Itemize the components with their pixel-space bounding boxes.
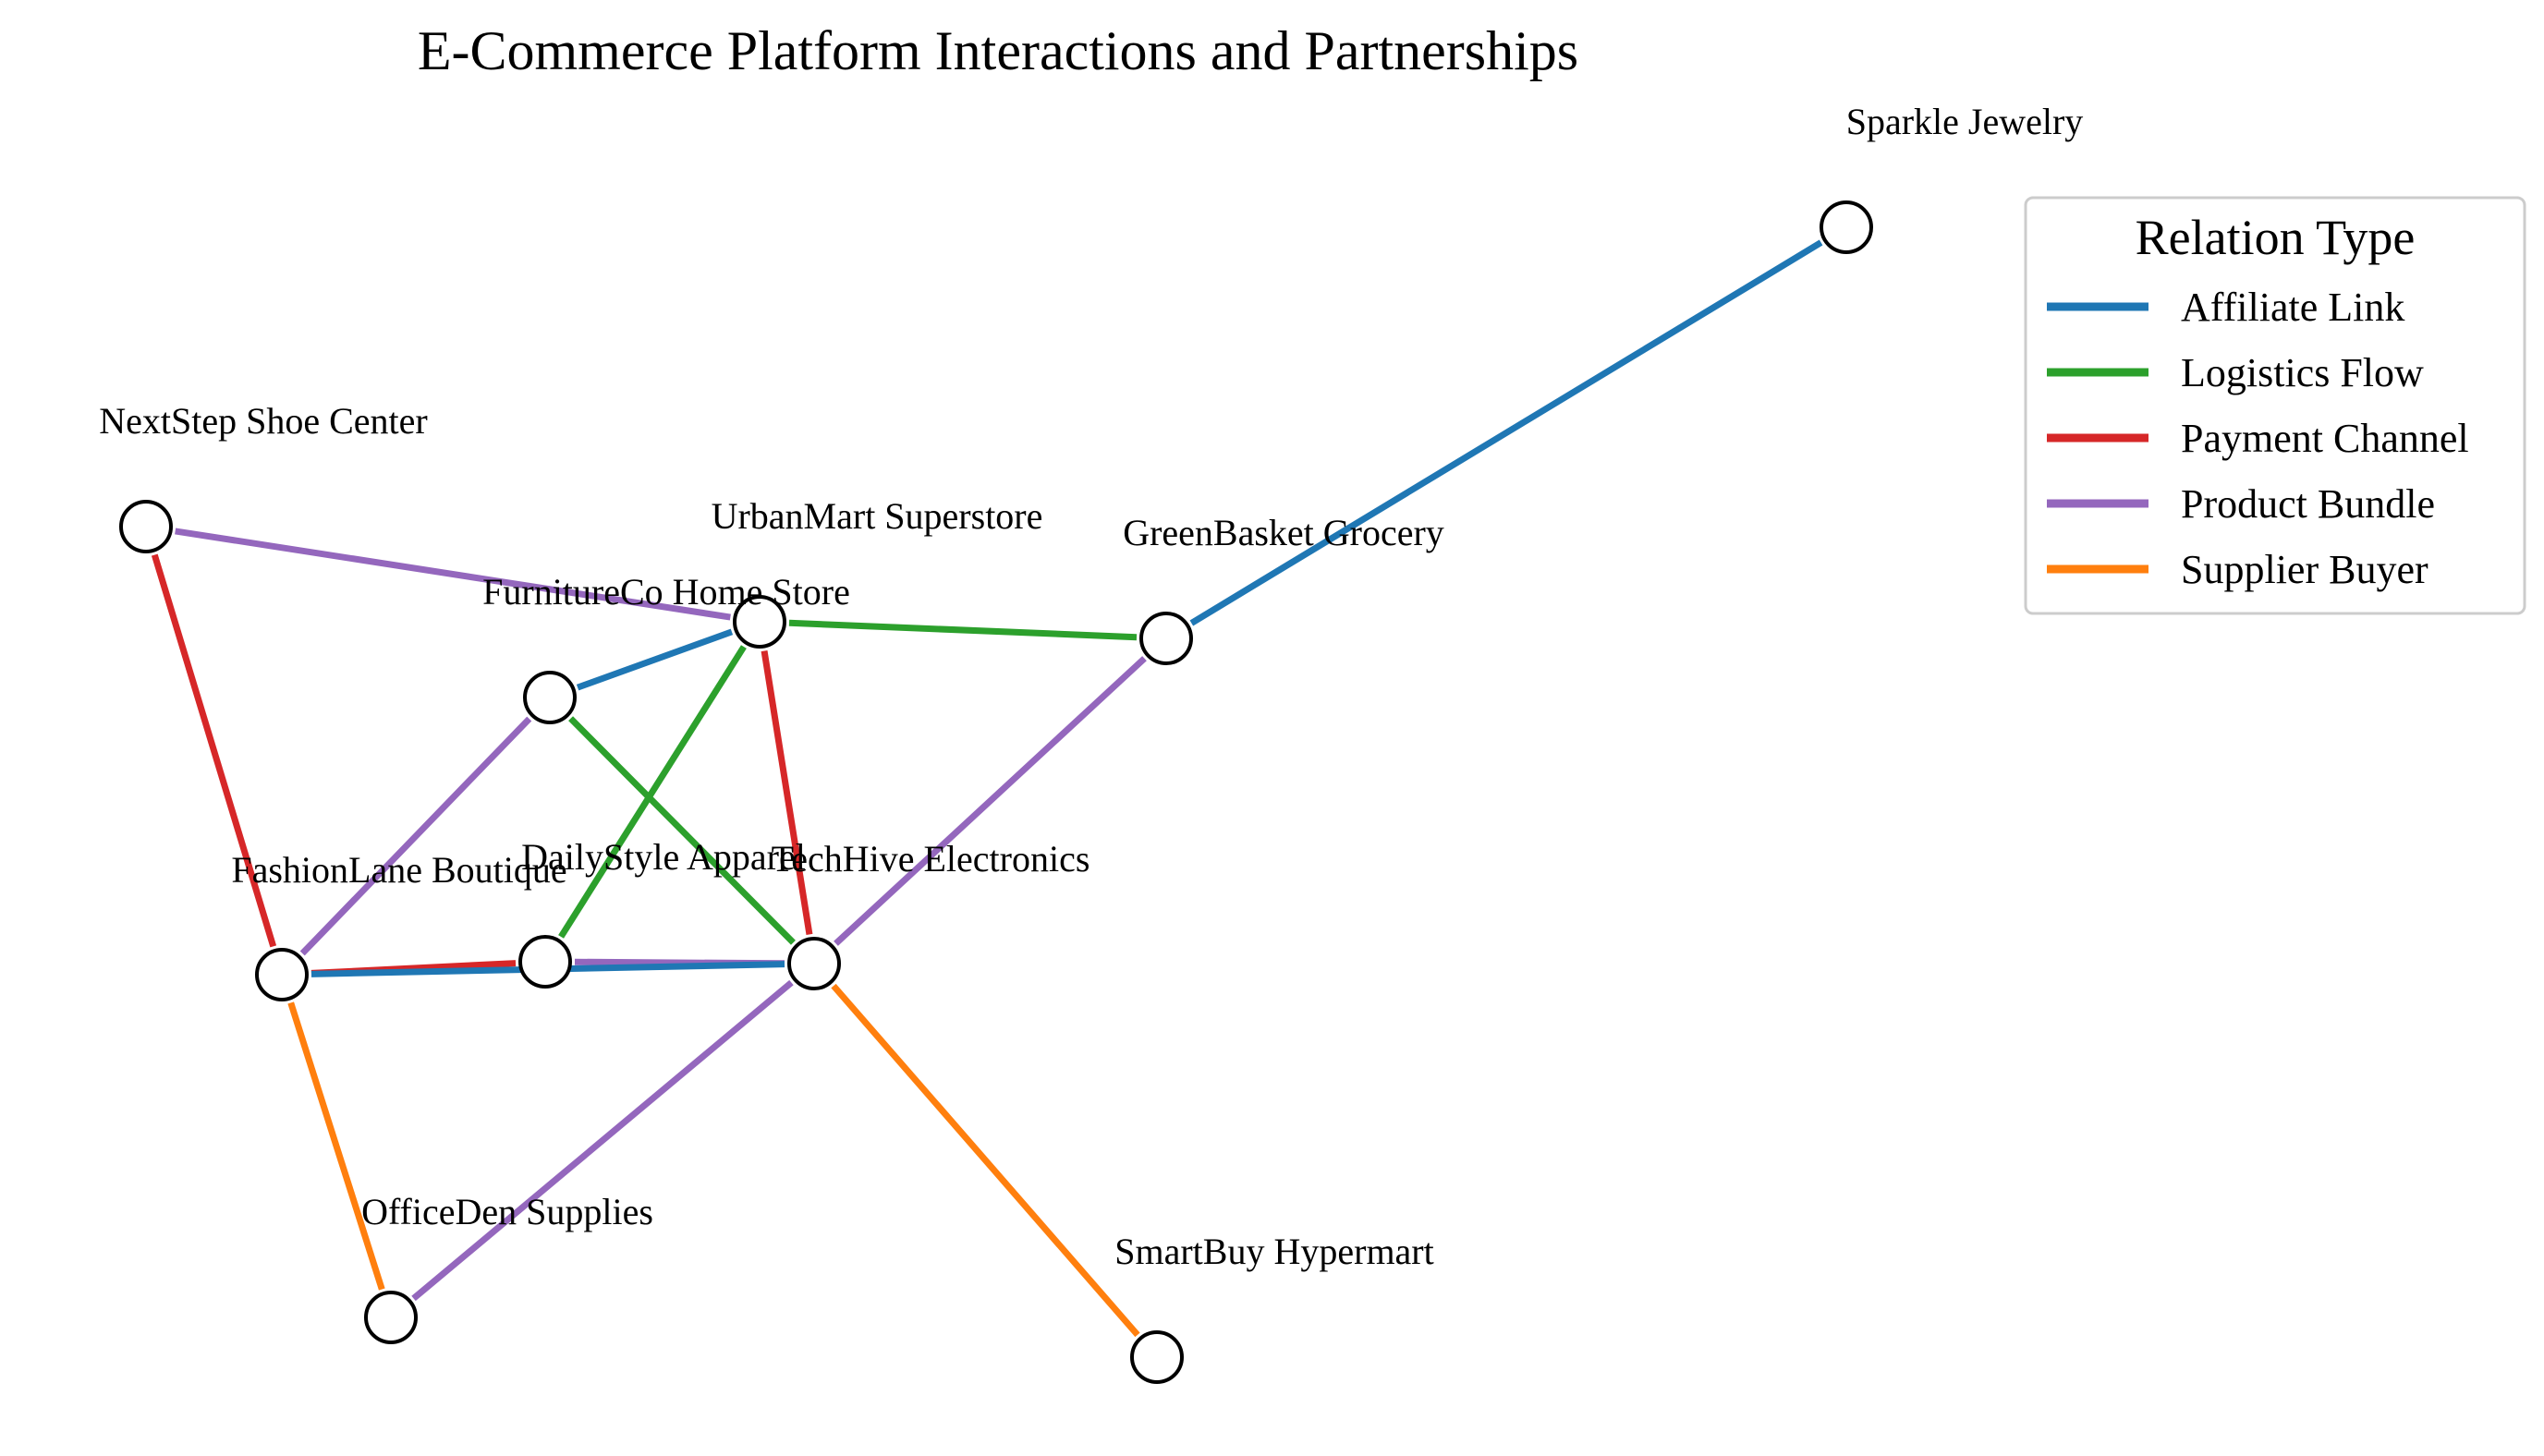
edge-fashionlane-officeden — [287, 1001, 385, 1291]
legend-item-label: Logistics Flow — [2181, 350, 2424, 395]
node-nextstep[interactable] — [119, 500, 173, 553]
node-label-officeden: OfficeDen Supplies — [361, 1191, 653, 1232]
diagram-title: E-Commerce Platform Interactions and Par… — [418, 20, 1578, 81]
edge-nextstep-urbanmart — [175, 528, 731, 621]
node-label-smartbuy: SmartBuy Hypermart — [1114, 1231, 1434, 1272]
node-label-dailystyle: DailyStyle Apparel — [521, 836, 806, 878]
node-label-urbanmart: UrbanMart Superstore — [712, 495, 1043, 537]
node-officeden[interactable] — [364, 1291, 418, 1344]
node-greenbasket[interactable] — [1139, 612, 1193, 665]
edge-techhive-officeden — [411, 979, 794, 1302]
edge-urbanmart-techhive — [761, 650, 813, 935]
node-label-furnitureco: FurnitureCo Home Store — [482, 571, 850, 613]
node-label-sparkle: Sparkle Jewelry — [1846, 101, 2084, 142]
legend-item-label: Product Bundle — [2181, 481, 2435, 527]
nodes-layer — [119, 200, 1873, 1384]
edge-urbanmart-greenbasket — [788, 619, 1138, 641]
edge-urbanmart-dailystyle — [558, 645, 747, 939]
edge-greenbasket-sparkle — [1189, 239, 1823, 626]
edge-furnitureco-techhive — [568, 716, 796, 945]
legend-item-label: Affiliate Link — [2181, 285, 2404, 330]
node-label-techhive: TechHive Electronics — [772, 838, 1090, 880]
node-label-greenbasket: GreenBasket Grocery — [1123, 512, 1444, 553]
legend-item-label: Supplier Buyer — [2181, 547, 2428, 592]
edge-nextstep-fashionlane — [151, 553, 277, 948]
edge-furnitureco-fashionlane — [299, 716, 532, 956]
node-label-nextstep: NextStep Shoe Center — [99, 400, 428, 442]
node-fashionlane[interactable] — [255, 948, 309, 1001]
edge-techhive-smartbuy — [831, 983, 1140, 1338]
legend-box — [2024, 196, 2526, 615]
node-furnitureco[interactable] — [523, 671, 577, 724]
legend-title: Relation Type — [2136, 210, 2416, 265]
node-urbanmart[interactable] — [733, 595, 786, 649]
node-dailystyle[interactable] — [518, 935, 572, 989]
node-smartbuy[interactable] — [1130, 1330, 1184, 1384]
node-sparkle[interactable] — [1820, 200, 1873, 254]
edge-greenbasket-techhive — [834, 656, 1147, 946]
edge-furnitureco-urbanmart — [576, 628, 734, 691]
node-techhive[interactable] — [787, 937, 841, 990]
node-label-fashionlane: FashionLane Boutique — [231, 849, 566, 891]
legend-item-label: Payment Channel — [2181, 416, 2469, 461]
